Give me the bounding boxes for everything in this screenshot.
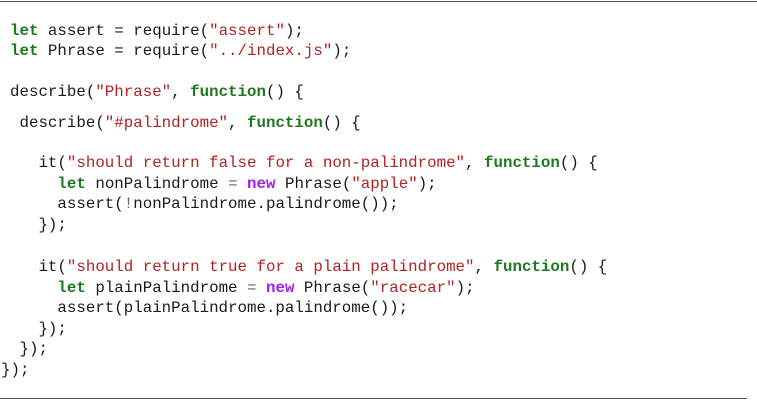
string-literal: "../index.js" <box>209 42 333 60</box>
keyword: new <box>247 175 276 193</box>
code-text: ); <box>417 175 437 193</box>
code-line: }); <box>10 339 48 359</box>
code-text: }); <box>10 216 67 234</box>
code-text: , <box>228 114 248 132</box>
code-text: }); <box>10 340 48 358</box>
string-literal: "should return true for a plain palindro… <box>66 258 475 276</box>
code-text: ); <box>284 22 304 40</box>
string-literal: "#palindrome" <box>104 114 229 132</box>
code-text: Phrase( <box>275 175 352 193</box>
keyword: let <box>10 22 39 40</box>
code-line: let plainPalindrome = new Phrase("raceca… <box>10 278 475 298</box>
keyword: function <box>484 154 560 172</box>
string-literal: "racecar" <box>370 279 456 297</box>
keyword: let <box>57 175 86 193</box>
code-text: it( <box>10 154 67 172</box>
code-text <box>257 279 266 297</box>
keyword: let <box>10 42 39 60</box>
keyword: function <box>493 258 570 276</box>
code-text: describe( <box>10 83 96 101</box>
code-text <box>238 175 247 193</box>
code-text: () { <box>265 83 304 101</box>
code-text: = <box>228 175 238 193</box>
top-divider <box>0 1 757 2</box>
code-text: ); <box>332 42 352 60</box>
code-text: nonPalindrome.palindrome()); <box>133 195 399 213</box>
string-literal: "apple" <box>351 175 418 193</box>
code-text: assert(plainPalindrome.palindrome()); <box>10 299 409 317</box>
keyword: new <box>265 279 295 297</box>
code-line: it("should return false for a non-palind… <box>10 153 598 173</box>
keyword: function <box>190 83 266 101</box>
code-line: let nonPalindrome = new Phrase("apple"); <box>10 174 437 194</box>
code-text: plainPalindrome <box>85 279 248 297</box>
code-text: ! <box>123 195 134 213</box>
code-text: , <box>474 258 494 276</box>
code-line: let assert = require("assert"); <box>10 21 304 41</box>
code-line: describe("Phrase", function() { <box>10 82 304 102</box>
bottom-divider <box>0 398 747 399</box>
code-line: assert(plainPalindrome.palindrome()); <box>10 298 408 318</box>
code-text: assert = require( <box>38 22 210 40</box>
string-literal: "should return false for a non-palindrom… <box>66 154 466 172</box>
code-text: Phrase = require( <box>38 42 210 60</box>
code-text: , <box>171 83 191 101</box>
code-line: assert(!nonPalindrome.palindrome()); <box>10 194 399 214</box>
keyword: function <box>247 114 323 132</box>
keyword: let <box>57 279 86 297</box>
code-text: ); <box>455 279 475 297</box>
string-literal: "assert" <box>209 22 285 40</box>
code-text: = <box>247 279 257 297</box>
code-text: Phrase( <box>294 279 371 297</box>
code-line: let Phrase = require("../index.js"); <box>10 41 351 61</box>
code-text: , <box>465 154 485 172</box>
code-line: it("should return true for a plain palin… <box>10 257 607 277</box>
code-line: }); <box>10 319 67 339</box>
code-text: assert( <box>10 195 124 213</box>
code-line: }); <box>1 360 29 380</box>
code-text: }); <box>1 361 30 379</box>
code-line: }); <box>10 215 67 235</box>
string-literal: "Phrase" <box>95 83 172 101</box>
code-text <box>10 175 57 193</box>
code-text: it( <box>10 258 67 276</box>
code-text <box>10 279 57 297</box>
code-text: }); <box>10 320 67 338</box>
code-text: () { <box>569 258 608 276</box>
code-text: describe( <box>10 114 105 132</box>
code-text: () { <box>322 114 361 132</box>
code-text: nonPalindrome <box>85 175 229 193</box>
code-text: () { <box>559 154 598 172</box>
code-line: describe("#palindrome", function() { <box>10 113 361 133</box>
